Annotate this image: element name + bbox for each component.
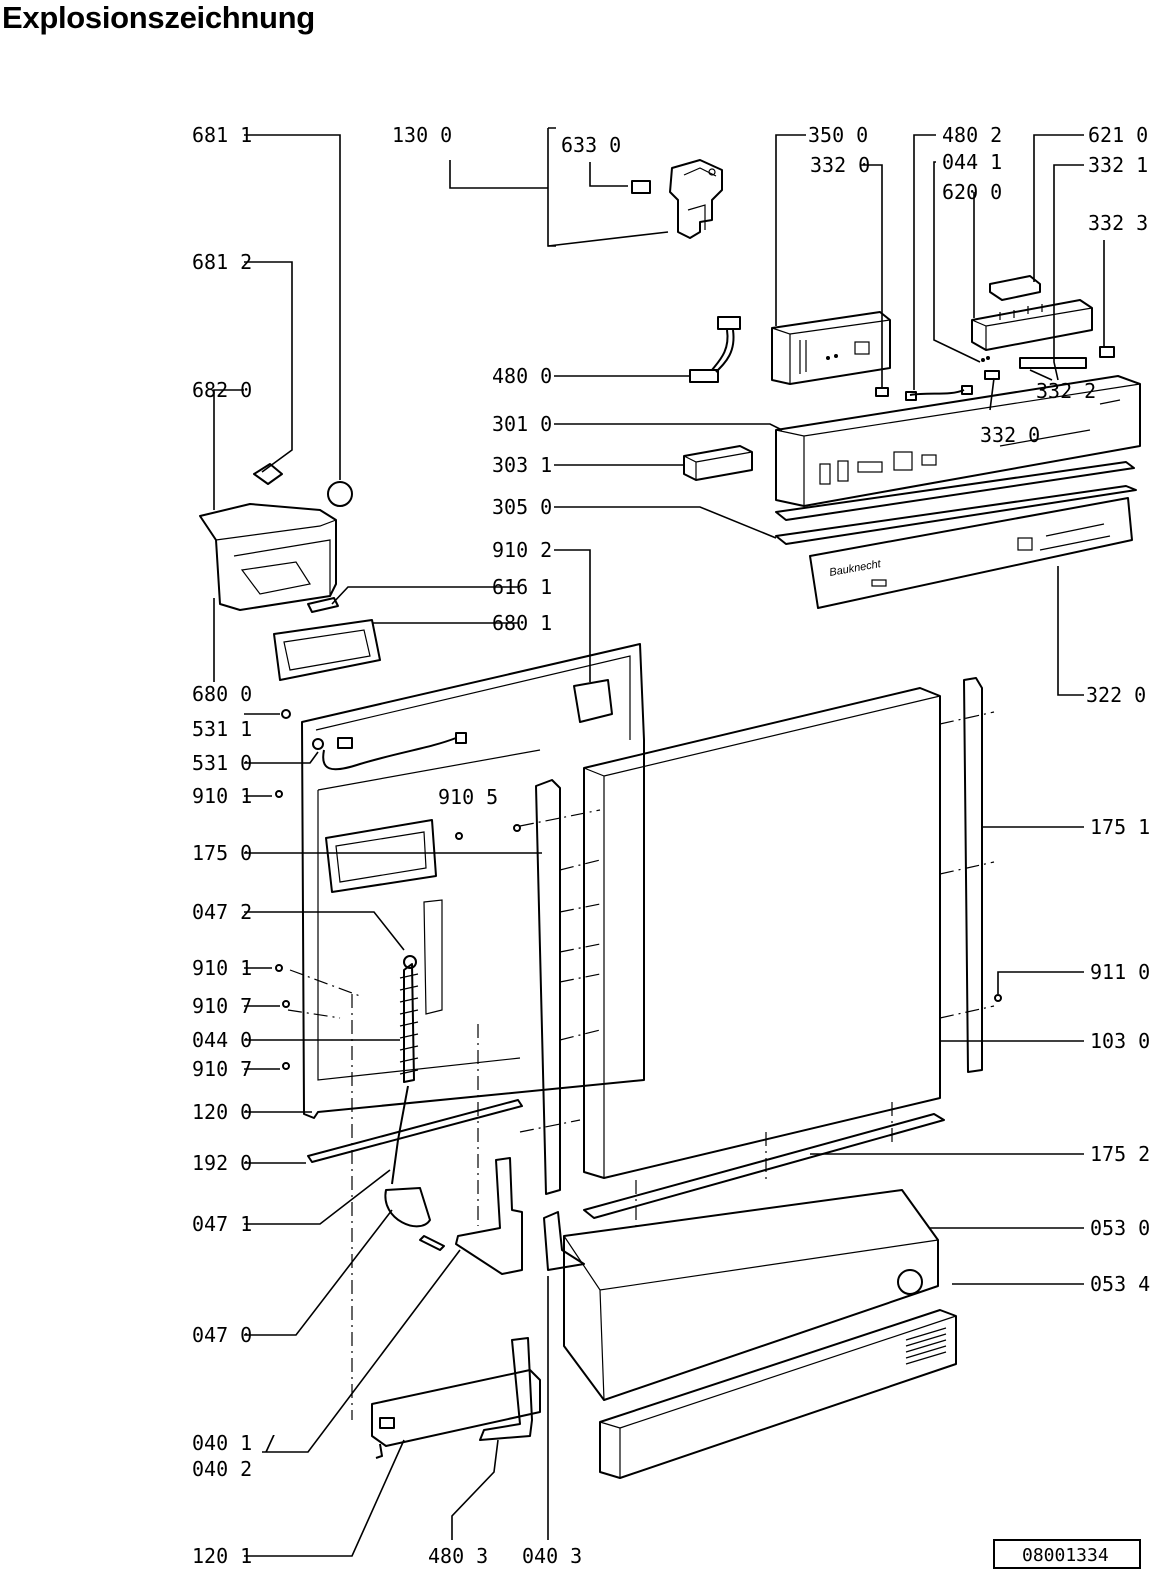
label-120-1: 120 1 bbox=[192, 1544, 252, 1568]
program-module-part bbox=[971, 275, 1115, 369]
label-322-0: 322 0 bbox=[1086, 683, 1146, 707]
label-480-0: 480 0 bbox=[492, 364, 552, 388]
part-labels: 681 1 130 0 633 0 350 0 332 0 480 2 044 … bbox=[192, 123, 1150, 1568]
label-633-0: 633 0 bbox=[561, 133, 621, 157]
label-910-2: 910 2 bbox=[492, 538, 552, 562]
alignment-lines bbox=[287, 711, 995, 1420]
label-332-3: 332 3 bbox=[1088, 211, 1148, 235]
label-044-0: 044 0 bbox=[192, 1028, 252, 1052]
bracket-part bbox=[479, 1337, 533, 1441]
label-103-0: 103 0 bbox=[1090, 1029, 1150, 1053]
label-531-1: 531 1 bbox=[192, 717, 252, 741]
control-panel-part bbox=[775, 375, 1141, 521]
outer-door-part bbox=[583, 687, 941, 1179]
dispenser-part bbox=[199, 463, 353, 613]
lower-seal-strip-part bbox=[307, 1099, 523, 1163]
label-616-1: 616 1 bbox=[492, 575, 552, 599]
label-332-2: 332 2 bbox=[1036, 379, 1096, 403]
label-911-0: 911 0 bbox=[1090, 960, 1150, 984]
label-053-0: 053 0 bbox=[1090, 1216, 1150, 1240]
screws-part bbox=[275, 709, 1002, 1070]
drawing-number-box: 08001334 bbox=[993, 1539, 1141, 1569]
panel-insert-part bbox=[683, 445, 753, 481]
label-130-0: 130 0 bbox=[392, 123, 452, 147]
label-044-1: 044 1 bbox=[942, 150, 1002, 174]
label-175-0: 175 0 bbox=[192, 841, 252, 865]
panel-strip-part bbox=[775, 485, 1137, 545]
label-332-1: 332 1 bbox=[1088, 153, 1148, 177]
door-bottom-strip-part bbox=[583, 1113, 945, 1219]
label-040-3: 040 3 bbox=[522, 1544, 582, 1568]
label-192-0: 192 0 bbox=[192, 1151, 252, 1175]
brand-text: Bauknecht bbox=[828, 558, 882, 579]
label-480-3: 480 3 bbox=[428, 1544, 488, 1568]
label-682-0: 682 0 bbox=[192, 378, 252, 402]
wire-harness-part bbox=[689, 316, 741, 383]
label-910-5: 910 5 bbox=[438, 785, 498, 809]
dispenser-seal-part bbox=[273, 619, 381, 681]
label-681-1: 681 1 bbox=[192, 123, 252, 147]
label-680-1: 680 1 bbox=[492, 611, 552, 635]
hinge-arm-part bbox=[455, 1157, 585, 1275]
label-305-0: 305 0 bbox=[492, 495, 552, 519]
label-175-2: 175 2 bbox=[1090, 1142, 1150, 1166]
door-spring-part bbox=[384, 955, 445, 1251]
door-side-strip-right-part bbox=[963, 677, 983, 1073]
plinth-part bbox=[599, 1309, 957, 1479]
label-301-0: 301 0 bbox=[492, 412, 552, 436]
label-910-7-lower: 910 7 bbox=[192, 1057, 252, 1081]
label-053-4: 053 4 bbox=[1090, 1272, 1150, 1296]
door-side-strip-left-part bbox=[535, 779, 561, 1195]
label-621-0: 621 0 bbox=[1088, 123, 1148, 147]
inner-door-part bbox=[301, 643, 645, 1119]
label-910-7-upper: 910 7 bbox=[192, 994, 252, 1018]
drawing-number: 08001334 bbox=[1022, 1545, 1109, 1566]
label-120-0: 120 0 bbox=[192, 1100, 252, 1124]
label-047-2: 047 2 bbox=[192, 900, 252, 924]
label-480-2: 480 2 bbox=[942, 123, 1002, 147]
label-332-0-mid: 332 0 bbox=[980, 423, 1040, 447]
page-title: Explosionszeichnung bbox=[2, 0, 315, 35]
bottom-plate-part bbox=[371, 1369, 541, 1459]
label-620-0: 620 0 bbox=[942, 180, 1002, 204]
label-531-0: 531 0 bbox=[192, 751, 252, 775]
label-332-0-top: 332 0 bbox=[810, 153, 870, 177]
label-040-2: 040 2 bbox=[192, 1457, 252, 1481]
kick-panel-part bbox=[563, 1189, 939, 1401]
label-910-1-upper: 910 1 bbox=[192, 784, 252, 808]
label-040-1: 040 1 / bbox=[192, 1431, 276, 1455]
leader-lines bbox=[213, 127, 1105, 1557]
small-cable-part bbox=[905, 356, 1000, 401]
label-047-1: 047 1 bbox=[192, 1212, 252, 1236]
label-175-1: 175 1 bbox=[1090, 815, 1150, 839]
label-303-1: 303 1 bbox=[492, 453, 552, 477]
control-board-part bbox=[771, 311, 891, 397]
hinge-bracket-part bbox=[631, 159, 723, 239]
label-047-0: 047 0 bbox=[192, 1323, 252, 1347]
label-350-0: 350 0 bbox=[808, 123, 868, 147]
label-680-0: 680 0 bbox=[192, 682, 252, 706]
label-681-2: 681 2 bbox=[192, 250, 252, 274]
label-910-1-lower: 910 1 bbox=[192, 956, 252, 980]
